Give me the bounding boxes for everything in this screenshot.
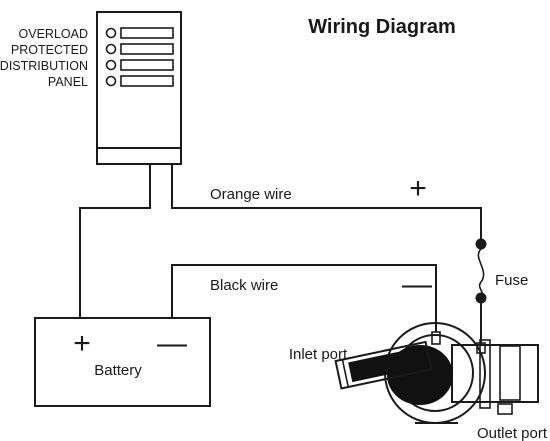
inlet-tube-interior — [348, 347, 421, 383]
distribution-panel — [96, 11, 182, 165]
panel-breakers — [105, 27, 174, 87]
fuse-bottom-contact — [475, 292, 487, 304]
positive-sign: + — [409, 172, 427, 205]
breaker-switch — [120, 59, 174, 71]
fuse-icon — [477, 248, 485, 299]
panel-label: OVERLOAD PROTECTED DISTRIBUTION PANEL — [0, 27, 88, 89]
panel-to-battery-positive-wire — [79, 164, 151, 318]
black-wire-label: Black wire — [210, 277, 278, 294]
fuse-label: Fuse — [495, 272, 528, 289]
battery-positive-terminal: + — [73, 327, 91, 360]
panel-label-line-2: PROTECTED — [11, 43, 88, 57]
pump-negative-terminal — [431, 331, 441, 345]
panel-label-line-1: OVERLOAD — [19, 27, 88, 41]
breaker-switch — [120, 43, 174, 55]
inlet-tube-body — [334, 340, 433, 390]
breaker-switch — [120, 75, 174, 87]
battery: + — Battery — [34, 317, 211, 407]
black-wire — [171, 264, 437, 332]
battery-negative-terminal: — — [157, 327, 187, 360]
panel-label-line-3: DISTRIBUTION — [0, 59, 88, 73]
inlet-port-label: Inlet port — [289, 346, 348, 363]
panel-body — [96, 11, 182, 165]
pump-foot — [497, 403, 513, 415]
outlet-port-label: Outlet port — [477, 425, 548, 441]
battery-label: Battery — [94, 362, 142, 379]
outlet-collar — [479, 339, 491, 409]
breaker-indicator-icon — [105, 43, 117, 55]
pump-positive-terminal — [476, 342, 486, 354]
diagram-title: Wiring Diagram — [308, 16, 456, 38]
breaker-switch — [120, 27, 174, 39]
inlet-tube — [334, 340, 433, 390]
orange-wire — [171, 164, 482, 244]
panel-label-line-4: PANEL — [48, 75, 88, 89]
breaker-indicator-icon — [105, 27, 117, 39]
pump — [334, 322, 539, 424]
breaker-indicator-icon — [105, 75, 117, 87]
fuse-top-contact — [475, 238, 487, 250]
inlet-tube-rim — [341, 359, 350, 388]
outlet-clamp — [499, 345, 521, 401]
orange-wire-label: Orange wire — [210, 186, 292, 203]
outlet-tube — [451, 344, 539, 403]
battery-body — [34, 317, 211, 407]
breaker-indicator-icon — [105, 59, 117, 71]
negative-sign: — — [402, 268, 432, 301]
wiring — [79, 164, 487, 345]
